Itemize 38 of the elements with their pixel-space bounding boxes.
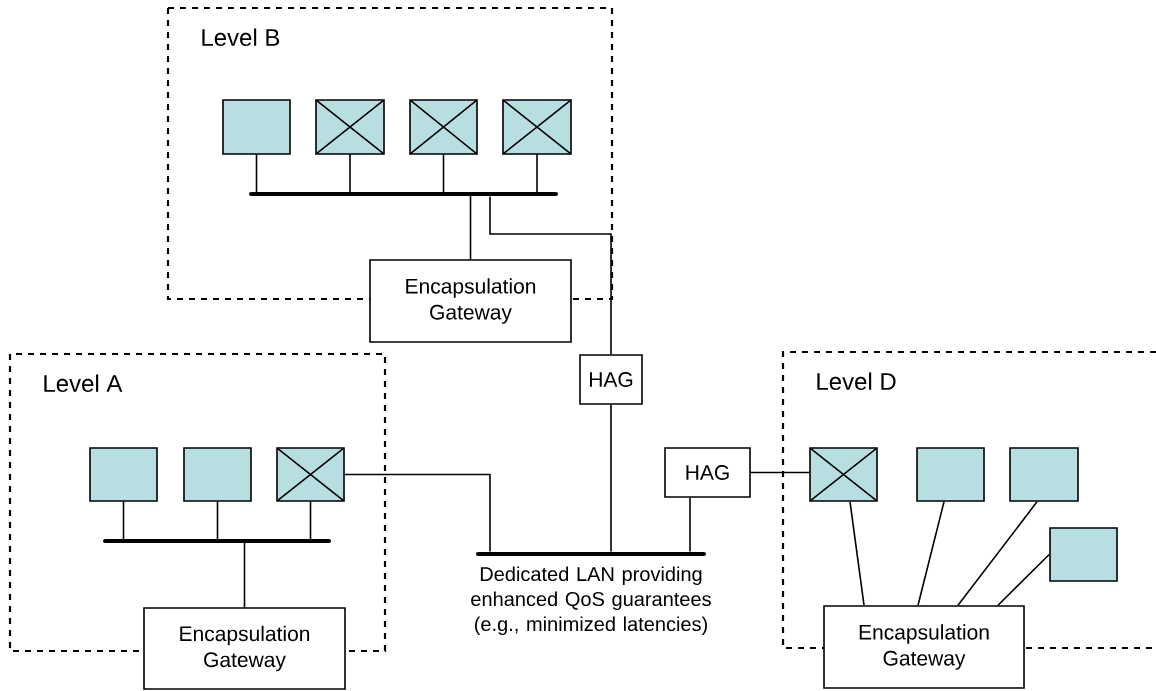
connector-line	[689, 497, 691, 553]
connector-line	[255, 153, 258, 193]
connector-line	[997, 553, 1050, 606]
crossed-device-box	[502, 99, 572, 155]
network-caption: Dedicated LAN providing enhanced QoS guarantees (e.g., minimized latencies)	[471, 566, 711, 636]
device-box	[1049, 527, 1118, 582]
region-title: Level A	[44, 374, 123, 392]
region-title: Level D	[817, 372, 896, 390]
crossed-device-box	[409, 99, 478, 155]
connector-line	[309, 500, 312, 540]
gateway-box: Encapsulation Gateway	[369, 259, 572, 343]
crossed-device-box	[276, 447, 345, 502]
gateway-box: HAG	[664, 447, 751, 498]
connector-line	[469, 195, 472, 261]
region-title: Level B	[202, 28, 280, 46]
gateway-box: Encapsulation Gateway	[143, 607, 346, 690]
device-box	[222, 99, 291, 155]
gateway-box: Encapsulation Gateway	[823, 605, 1025, 689]
connector-line	[344, 473, 491, 553]
connector-line	[489, 195, 612, 355]
connector-line	[216, 500, 219, 540]
device-box	[89, 447, 158, 502]
connector-line	[442, 153, 445, 193]
connector-line	[917, 501, 945, 606]
connector-line	[957, 501, 1038, 606]
gateway-box: HAG	[579, 354, 643, 405]
connector-line	[122, 500, 125, 540]
device-box	[1009, 447, 1079, 502]
crossed-device-box	[809, 447, 878, 502]
connector-line	[536, 153, 538, 193]
connector-line	[610, 404, 612, 553]
connector-line	[749, 471, 811, 474]
connector-line	[243, 542, 246, 609]
device-box	[916, 447, 985, 502]
connector-line	[349, 153, 351, 193]
connector-line	[849, 501, 865, 606]
crossed-device-box	[315, 99, 385, 155]
device-box	[183, 447, 252, 502]
